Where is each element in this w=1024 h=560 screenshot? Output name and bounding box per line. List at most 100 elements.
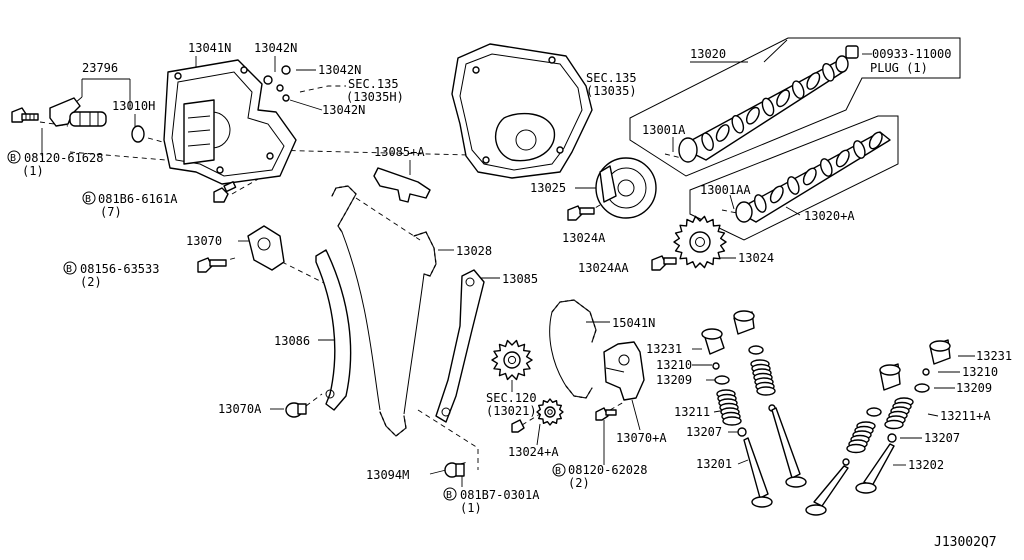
label-13024aa: 13024AA [578,261,629,275]
label-13209-right: 13209 [956,381,992,395]
sprocket-13024a [536,398,564,426]
slack-guide-13086 [315,249,352,411]
label-13042n-b: 13042N [318,63,361,77]
label-081b7-0301a-qty: (1) [460,501,482,515]
label-sec135-13035-line2: (13035) [586,84,637,98]
label-sec135-13035-line1: SEC.135 [586,71,637,85]
timing-cover-13041n [163,59,297,185]
label-sec120-line1: SEC.120 [486,391,537,405]
label-23796: 23796 [82,61,118,75]
label-13024a: 13024A [562,231,606,245]
variable-timing-sprocket-13025 [595,157,657,219]
label-08156-63533: 08156-63533 [80,262,159,276]
label-13201: 13201 [696,457,732,471]
label-sec120-line2: (13021) [486,404,537,418]
leader-lines [41,39,975,487]
label-15041n: 15041N [612,316,655,330]
bolt-marker-08156-63533: B [63,261,77,275]
label-13231-right: 13231 [976,349,1012,363]
label-plug-line1: 00933-11000 [872,47,951,61]
label-13020: 13020 [690,47,726,61]
bolt-marker-08120-61628: B [7,150,21,164]
pin-13070a [285,402,307,418]
tension-guide-13085 [435,269,485,423]
bolt-08120-62028 [595,407,617,421]
bolt-08120-61628 [11,107,39,123]
label-13070pa: 13070+A [616,431,667,445]
sprocket-13024 [673,215,727,269]
label-08120-62028: 08120-62028 [568,463,647,477]
label-08120-62028-qty: (2) [568,476,590,490]
diagram-id: J13002Q7 [934,535,997,550]
label-sec135-13035h-line2: (13035H) [346,90,404,104]
label-13042n-a: 13042N [254,41,297,55]
label-13070a: 13070A [218,402,262,416]
label-13001aa: 13001AA [700,183,751,197]
o-ring-13010h [131,125,145,143]
svg-text:B: B [10,153,16,164]
label-13086: 13086 [274,334,310,348]
upper-timing-chain-13028 [331,185,437,277]
part-labels: 23796 13041N 13042N 13042N 13042N 13010H… [22,41,1012,550]
secondary-chain-15041n [549,299,597,399]
label-13085a: 13085+A [374,145,425,159]
svg-text:B: B [446,490,452,501]
bolt-13024a [567,205,595,221]
label-13024: 13024 [738,251,774,265]
plug-13094m [444,462,465,478]
bolt-081b6-6161a [213,181,237,203]
svg-text:B: B [66,264,72,275]
label-081b7-0301a: 081B7-0301A [460,488,540,502]
label-08156-63533-qty: (2) [80,275,102,289]
valve-train-left [701,310,807,508]
label-08120-61628: 08120-61628 [24,151,103,165]
label-13210-left: 13210 [656,358,692,372]
head-gasket-cover-sec135 [451,43,593,179]
bolt-marker-081b7-0301a: B [443,487,457,501]
label-13209-left: 13209 [656,373,692,387]
label-081b6-6161a: 081B6-6161A [98,192,178,206]
camshaft-13020a-frame [689,115,899,241]
bolt-13024a-small [511,419,525,433]
label-081b6-6161a-qty: (7) [100,205,122,219]
label-13028: 13028 [456,244,492,258]
label-13070: 13070 [186,234,222,248]
bolt-marker-08120-62028: B [552,463,566,477]
label-13024pa: 13024+A [508,445,559,459]
label-13041n: 13041N [188,41,231,55]
label-13210-right: 13210 [962,365,998,379]
bolt-marker-081b6-6161a: B [82,191,96,205]
tensioner-13070a [603,341,645,401]
label-plug-line2: PLUG (1) [870,61,928,75]
label-13094m: 13094M [366,468,409,482]
label-13025: 13025 [530,181,566,195]
label-13207-left: 13207 [686,425,722,439]
chain-guide-13085a [373,167,431,203]
label-08120-61628-qty: (1) [22,164,44,178]
label-sec135-13035h-line1: SEC.135 [348,77,399,91]
bolt-08156-63533 [197,257,227,273]
camshaft-13020 [678,55,849,163]
bolt-13024aa [651,255,677,271]
tensioner-13070 [247,225,285,271]
camshaft-13020a [735,131,891,223]
label-13202: 13202 [908,458,944,472]
valve-train-right [805,339,951,516]
label-13231-left: 13231 [646,342,682,356]
label-13207-right: 13207 [924,431,960,445]
label-13211-left: 13211 [674,405,710,419]
svg-text:B: B [555,466,561,477]
label-13211a: 13211+A [940,409,991,423]
plugs-13042n [263,65,291,102]
label-13020a: 13020+A [804,209,855,223]
plug-00933-11000 [845,45,859,59]
label-13010h: 13010H [112,99,155,113]
crankshaft-sprocket-sec120 [491,339,533,381]
camshaft-13020-frame [629,37,961,177]
label-13001a: 13001A [642,123,686,137]
label-13042n-c: 13042N [322,103,365,117]
svg-text:B: B [85,194,91,205]
camshaft-sensor-23796 [49,97,107,127]
lower-timing-chain [341,231,425,437]
